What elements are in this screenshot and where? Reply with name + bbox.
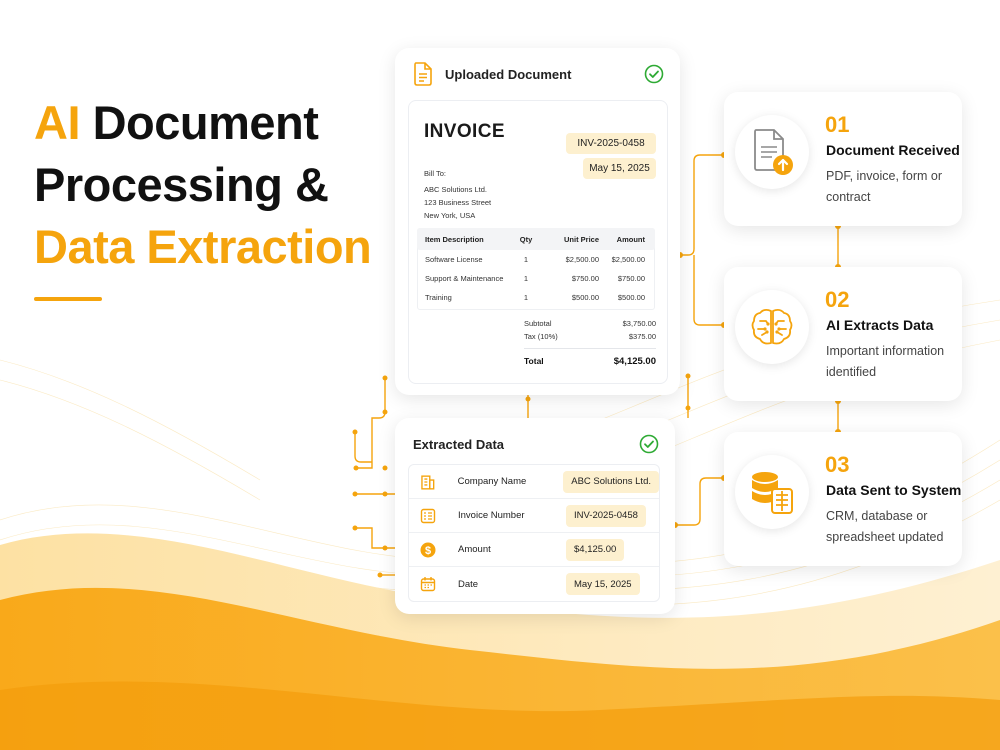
extracted-data-title: Extracted Data bbox=[413, 436, 505, 452]
total-value: $4,125.00 bbox=[613, 355, 656, 367]
tax-label: Tax (10%) bbox=[524, 332, 558, 341]
headline-line-1: AI Document bbox=[34, 92, 371, 154]
step-number: 03 bbox=[825, 452, 850, 477]
field-value: ABC Solutions Ltd. bbox=[563, 470, 659, 493]
invoice-number-icon bbox=[420, 508, 436, 523]
bill-to-line: New York, USA bbox=[424, 211, 476, 220]
extracted-data-header: Extracted Data bbox=[413, 432, 659, 456]
brain-circuit-icon bbox=[751, 308, 793, 345]
step-card-document-received: 01 Document Received PDF, invoice, form … bbox=[724, 92, 962, 226]
item-amount: $2,500.00 bbox=[611, 255, 645, 264]
total-label: Total bbox=[524, 356, 544, 366]
bill-to-block: Bill To: ABC Solutions Ltd. 123 Business… bbox=[424, 167, 491, 222]
field-label: Company Name bbox=[457, 476, 527, 487]
field-value: $4,125.00 bbox=[566, 538, 625, 561]
uploaded-document-card: Uploaded Document INVOICE INV-2025-0458 … bbox=[395, 48, 680, 395]
headline-accent: AI bbox=[34, 96, 81, 149]
item-qty: 1 bbox=[523, 255, 529, 264]
item-qty: 1 bbox=[523, 274, 529, 283]
headline-word: Document bbox=[92, 96, 319, 149]
column-header: Qty bbox=[519, 234, 533, 244]
check-circle-icon bbox=[644, 64, 664, 84]
invoice-date-badge: May 15, 2025 bbox=[583, 158, 656, 179]
list-item: Date May 15, 2025 bbox=[409, 567, 659, 601]
total-row: Total $4,125.00 bbox=[524, 353, 656, 369]
step-number: 01 bbox=[825, 112, 850, 137]
extracted-fields-list: Company Name ABC Solutions Ltd. Invoice … bbox=[408, 464, 660, 602]
field-label: Amount bbox=[458, 544, 491, 555]
uploaded-document-title: Uploaded Document bbox=[445, 66, 572, 82]
table-row: Training 1 $500.00 $500.00 bbox=[417, 288, 655, 307]
bill-to-label: Bill To: bbox=[424, 169, 446, 178]
step-description: PDF, invoice, form or contract bbox=[826, 169, 943, 204]
invoice-number-badge: INV-2025-0458 bbox=[566, 133, 656, 154]
table-row: Software License 1 $2,500.00 $2,500.00 bbox=[417, 250, 655, 269]
step-icon-circle bbox=[735, 115, 809, 189]
item-unit-price: $500.00 bbox=[571, 293, 599, 302]
step-title: AI Extracts Data bbox=[826, 317, 934, 333]
item-description: Training bbox=[425, 293, 452, 302]
totals-divider bbox=[524, 348, 656, 349]
dollar-coin-icon: $ bbox=[420, 542, 436, 557]
field-label: Invoice Number bbox=[458, 510, 525, 521]
document-upload-icon bbox=[754, 129, 793, 175]
invoice-preview: INVOICE INV-2025-0458 May 15, 2025 Bill … bbox=[408, 100, 668, 384]
extracted-data-card: Extracted Data Company Name ABC Solution… bbox=[395, 418, 675, 614]
bill-to-line: 123 Business Street bbox=[424, 198, 492, 207]
step-card-data-sent: 03 Data Sent to System CRM, database or … bbox=[724, 432, 962, 566]
subtotal-label: Subtotal bbox=[524, 319, 552, 328]
item-description: Support & Maintenance bbox=[425, 274, 504, 283]
invoice-totals: Subtotal $3,750.00 Tax (10%) $375.00 Tot… bbox=[524, 317, 656, 369]
headline-underline bbox=[34, 297, 102, 301]
items-table: Item Description Qty Unit Price Amount S… bbox=[417, 228, 655, 307]
column-header: Amount bbox=[616, 234, 645, 244]
table-row: Support & Maintenance 1 $750.00 $750.00 bbox=[417, 269, 655, 288]
item-unit-price: $2,500.00 bbox=[565, 255, 599, 264]
svg-text:$: $ bbox=[425, 545, 431, 557]
check-circle-icon bbox=[639, 434, 659, 454]
headline: AI Document Processing & Data Extraction bbox=[34, 92, 372, 278]
step-icon-circle bbox=[735, 290, 809, 364]
headline-line-2: Processing & bbox=[34, 158, 329, 211]
field-value: INV-2025-0458 bbox=[566, 504, 646, 527]
database-spreadsheet-icon bbox=[752, 472, 793, 514]
column-header: Unit Price bbox=[563, 234, 599, 244]
item-unit-price: $750.00 bbox=[571, 274, 599, 283]
headline-line-3: Data Extraction bbox=[34, 220, 372, 273]
list-item: Invoice Number INV-2025-0458 bbox=[409, 499, 659, 533]
step-title: Document Received bbox=[826, 142, 960, 158]
document-icon bbox=[414, 62, 432, 86]
step-description: CRM, database or spreadsheet updated bbox=[826, 509, 944, 544]
building-icon bbox=[421, 474, 435, 490]
step-description: Important information identified bbox=[826, 344, 945, 379]
subtotal-value: $3,750.00 bbox=[622, 319, 656, 328]
item-amount: $500.00 bbox=[617, 293, 645, 302]
invoice-title: INVOICE bbox=[424, 121, 505, 142]
bill-to-line: ABC Solutions Ltd. bbox=[424, 185, 487, 194]
tax-value: $375.00 bbox=[628, 332, 656, 341]
list-item: $ Amount $4,125.00 bbox=[409, 533, 659, 567]
step-icon-circle bbox=[735, 455, 809, 529]
subtotal-row: Subtotal $3,750.00 bbox=[524, 317, 656, 330]
step-number: 02 bbox=[825, 287, 850, 312]
item-description: Software License bbox=[425, 255, 483, 264]
calendar-icon bbox=[420, 577, 436, 592]
list-item: Company Name ABC Solutions Ltd. bbox=[409, 465, 659, 499]
step-title: Data Sent to System bbox=[826, 482, 962, 498]
item-qty: 1 bbox=[523, 293, 529, 302]
uploaded-document-header: Uploaded Document bbox=[413, 62, 664, 86]
field-label: Date bbox=[458, 578, 479, 590]
field-value: May 15, 2025 bbox=[566, 573, 640, 595]
tax-row: Tax (10%) $375.00 bbox=[524, 330, 656, 343]
step-card-ai-extracts: 02 AI Extracts Data Important informatio… bbox=[724, 267, 962, 401]
column-header: Item Description bbox=[425, 234, 484, 244]
item-amount: $750.00 bbox=[617, 274, 645, 283]
items-table-header: Item Description Qty Unit Price Amount bbox=[417, 228, 655, 250]
